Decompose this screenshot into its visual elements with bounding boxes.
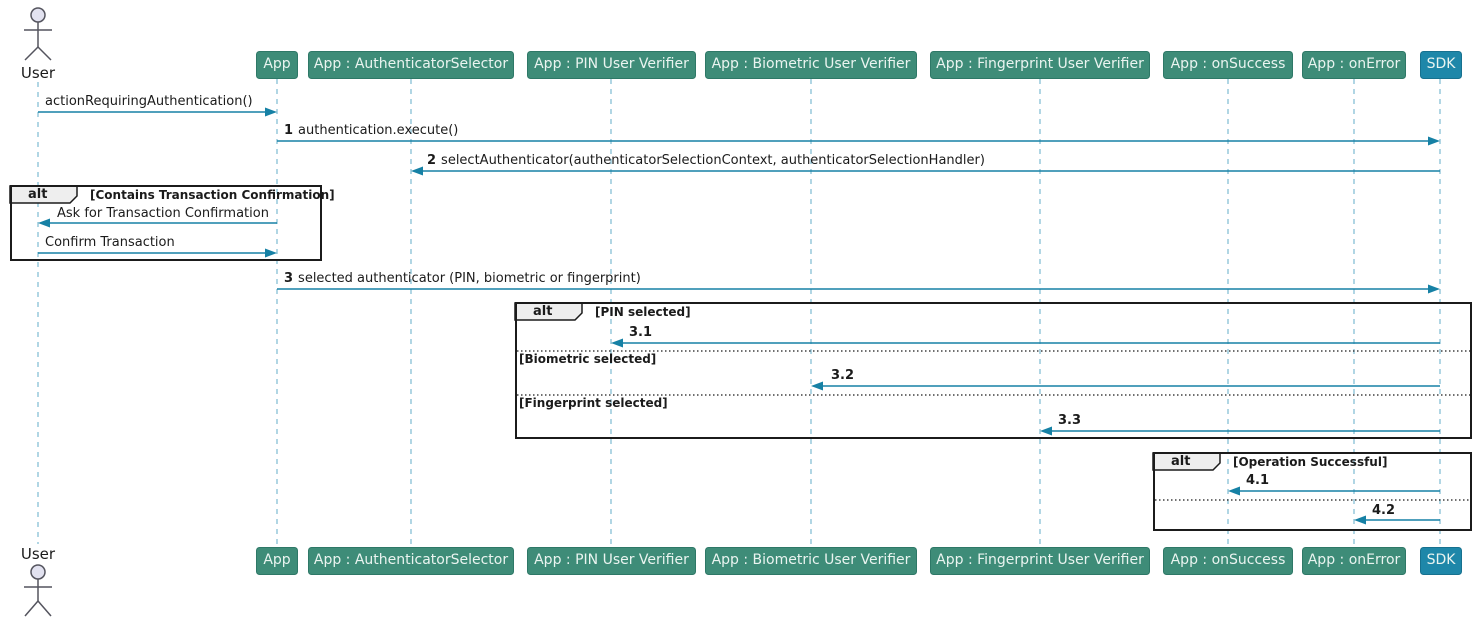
message-number: 3.1: [629, 325, 653, 340]
participant-authenticator-selector-top: App : AuthenticatorSelector: [308, 51, 514, 79]
arrow-3-2-biometric: [811, 381, 1440, 391]
participant-fingerprint-verifier-bottom: App : Fingerprint User Verifier: [930, 547, 1150, 575]
actor-figure-bottom: [24, 564, 52, 617]
participant-sdk-top: SDK: [1420, 51, 1462, 79]
message-number: 1: [284, 123, 294, 138]
arrow-3-3-fingerprint: [1040, 426, 1440, 436]
participant-fingerprint-verifier-top: App : Fingerprint User Verifier: [930, 51, 1150, 79]
participant-pin-verifier-bottom: App : PIN User Verifier: [527, 547, 696, 575]
alt3-condition: [Operation Successful]: [1233, 455, 1388, 469]
participant-authenticator-selector-bottom: App : AuthenticatorSelector: [308, 547, 514, 575]
participant-biometric-verifier-bottom: App : Biometric User Verifier: [705, 547, 917, 575]
alt-fragment-authenticator-selected: [515, 302, 1472, 439]
message-number: 4.1: [1246, 473, 1270, 488]
message-text: selectAuthenticator(authenticatorSelecti…: [441, 153, 985, 168]
actor-head-icon: [30, 7, 46, 23]
arrow-4-2-on-error: [1354, 515, 1440, 525]
arrow-4-1-on-success: [1228, 486, 1440, 496]
alt2-divider2-label: [Fingerprint selected]: [519, 396, 668, 410]
participant-app-bottom: App: [256, 547, 298, 575]
arrow-3-1-pin: [611, 338, 1440, 348]
actor-label-user-top: User: [20, 64, 56, 82]
participant-on-success-top: App : onSuccess: [1163, 51, 1293, 79]
arrow-select-authenticator: [411, 166, 1440, 176]
actor-figure-top: [24, 7, 52, 61]
lifelines: [37, 79, 1441, 547]
arrow-selected-authenticator: [277, 284, 1440, 294]
message-number: 3.3: [1058, 413, 1082, 428]
message-number: 3: [284, 271, 294, 286]
message-text: selected authenticator (PIN, biometric o…: [298, 271, 641, 286]
actor-head-icon: [30, 564, 46, 580]
message-text: Ask for Transaction Confirmation: [57, 206, 269, 221]
message-text: Confirm Transaction: [45, 235, 175, 250]
participant-app-top: App: [256, 51, 298, 79]
participant-on-error-top: App : onError: [1302, 51, 1406, 79]
message-authentication-execute: 1 authentication.execute(): [284, 123, 458, 138]
message-confirm-transaction: Confirm Transaction: [45, 235, 175, 250]
arrow-authentication-execute: [277, 136, 1440, 146]
message-number: 3.2: [831, 368, 855, 383]
actor-label-user-bottom: User: [20, 545, 56, 563]
alt3-keyword: alt: [1171, 454, 1191, 469]
participant-on-error-bottom: App : onError: [1302, 547, 1406, 575]
message-4-1: 4.1: [1246, 473, 1274, 488]
participant-biometric-verifier-top: App : Biometric User Verifier: [705, 51, 917, 79]
fragment-dividers: [517, 350, 1470, 501]
alt2-divider1-label: [Biometric selected]: [519, 352, 657, 366]
alt-fragment-operation-result: [1153, 452, 1472, 531]
message-3-1: 3.1: [629, 325, 657, 340]
message-ask-transaction-confirmation: Ask for Transaction Confirmation: [57, 206, 269, 221]
message-selected-authenticator: 3 selected authenticator (PIN, biometric …: [284, 271, 641, 286]
message-select-authenticator: 2 selectAuthenticator(authenticatorSelect…: [427, 153, 985, 168]
alt2-condition: [PIN selected]: [595, 305, 691, 319]
alt1-condition: [Contains Transaction Confirmation]: [90, 188, 335, 202]
message-4-2: 4.2: [1372, 503, 1400, 518]
alt-fragment-transaction-confirmation: [10, 185, 322, 261]
participant-sdk-bottom: SDK: [1420, 547, 1462, 575]
message-text: actionRequiringAuthentication(): [45, 94, 253, 109]
alt1-keyword: alt: [28, 187, 48, 202]
arrow-action-requiring-authentication: [38, 107, 277, 117]
message-number: 4.2: [1372, 503, 1396, 518]
participant-on-success-bottom: App : onSuccess: [1163, 547, 1293, 575]
alt2-keyword: alt: [533, 304, 553, 319]
participant-pin-verifier-top: App : PIN User Verifier: [527, 51, 696, 79]
message-3-2: 3.2: [831, 368, 859, 383]
message-arrows: [38, 107, 1440, 525]
arrow-confirm-transaction: [38, 248, 277, 258]
arrow-ask-transaction-confirmation: [38, 218, 277, 228]
message-3-3: 3.3: [1058, 413, 1086, 428]
message-action-requiring-authentication: actionRequiringAuthentication(): [45, 94, 253, 109]
message-number: 2: [427, 153, 437, 168]
message-text: authentication.execute(): [298, 123, 459, 138]
